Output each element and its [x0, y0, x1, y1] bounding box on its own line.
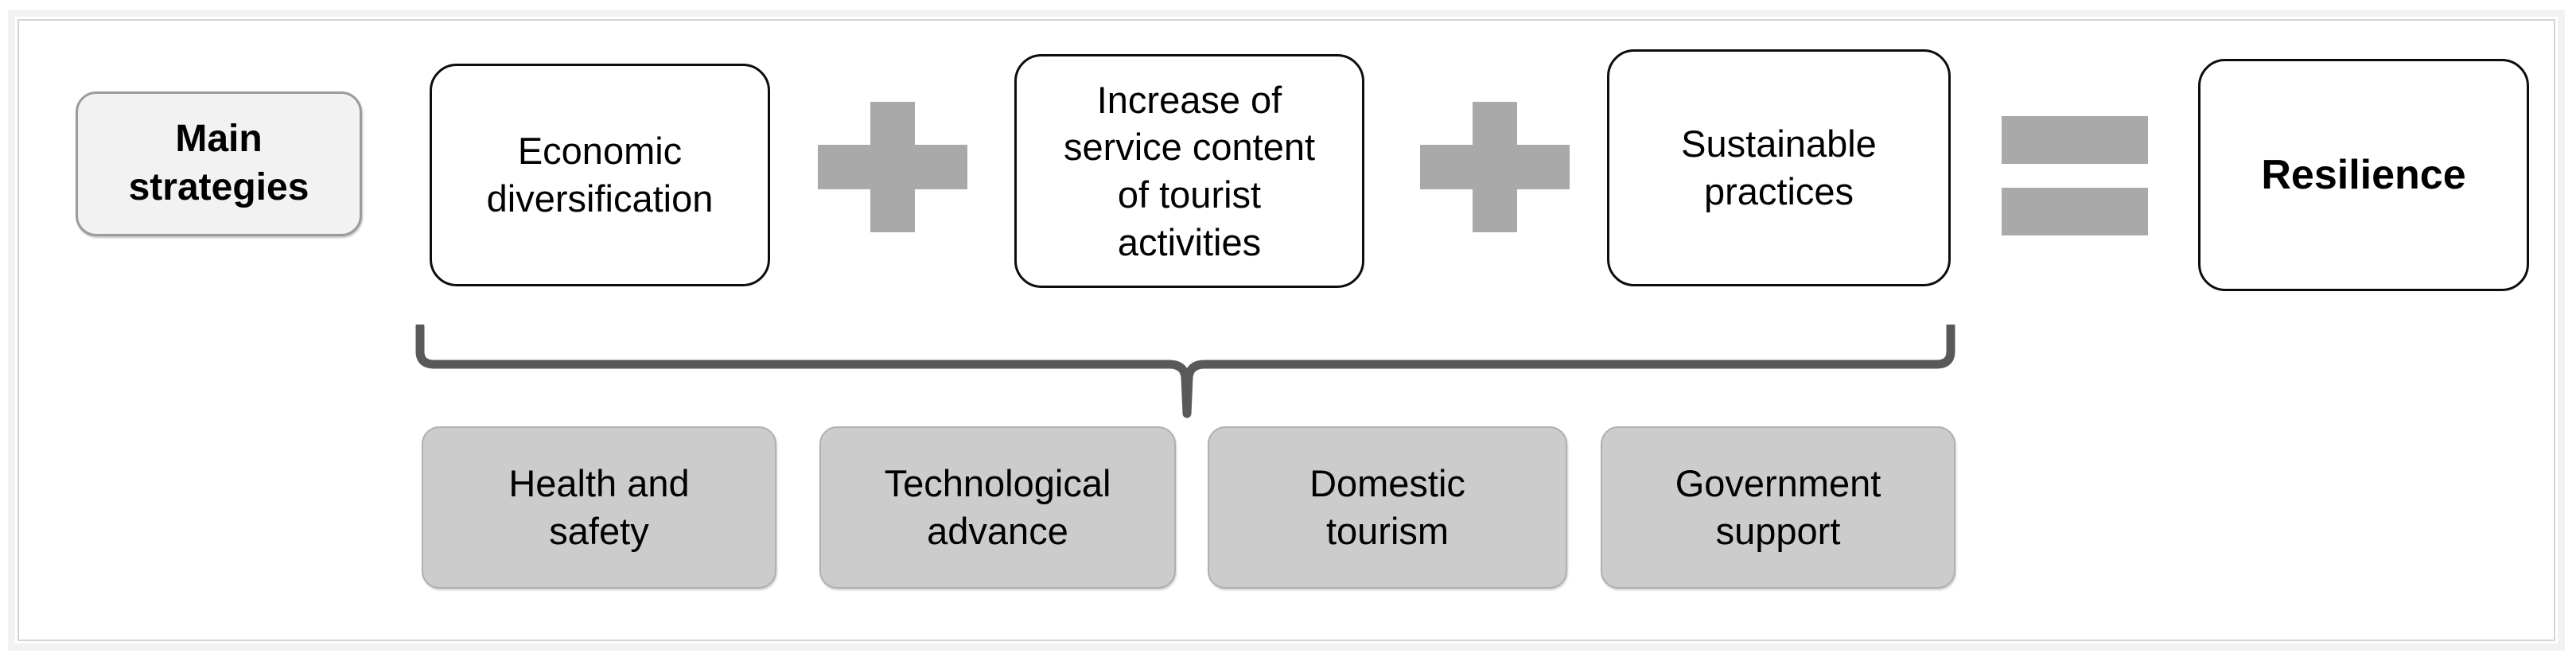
- plus-icon-2: [1420, 102, 1570, 232]
- plus-icon-1: [818, 102, 967, 232]
- strategy-node-economic-diversification[interactable]: Economic diversification: [430, 64, 770, 286]
- strategy-node-sustainable-practices[interactable]: Sustainable practices: [1607, 49, 1951, 286]
- equals-icon: [2002, 116, 2148, 235]
- enabler-node-domestic-tourism[interactable]: Domestic tourism: [1208, 426, 1567, 589]
- grouping-brace: [415, 325, 1955, 418]
- enabler-node-government-support[interactable]: Government support: [1601, 426, 1955, 589]
- strategy-node-service-content[interactable]: Increase of service content of tourist a…: [1014, 54, 1364, 288]
- enabler-node-health-and-safety[interactable]: Health and safety: [422, 426, 776, 589]
- enabler-node-technological-advance[interactable]: Technological advance: [819, 426, 1176, 589]
- result-node-resilience[interactable]: Resilience: [2198, 59, 2529, 291]
- main-strategies-node[interactable]: Main strategies: [76, 91, 362, 236]
